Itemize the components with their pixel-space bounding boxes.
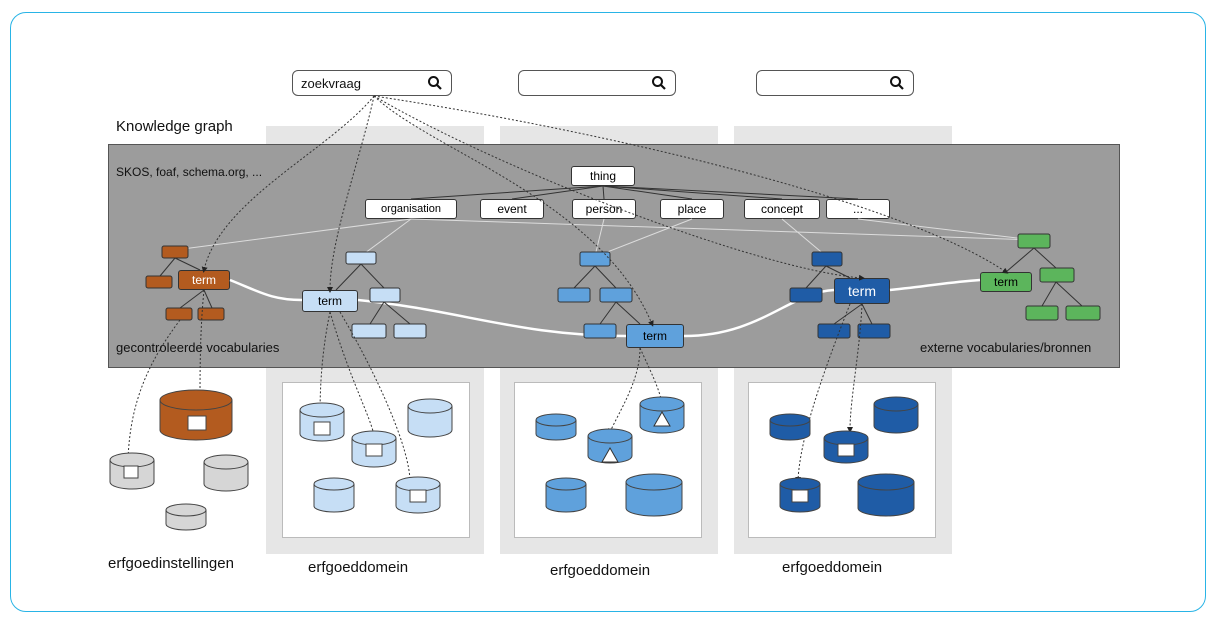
record-icon [837,443,855,457]
node-organisation: organisation [365,199,457,219]
database-cylinder-top [109,452,155,468]
search-icon [890,76,904,90]
record-icon [313,421,331,436]
mid-blue-node [599,287,633,303]
mid-blue-node [557,287,591,303]
database-cylinder-top [203,454,249,470]
database-cylinder-top [779,477,821,491]
light-blue-vocab-tree [335,251,427,339]
database-cylinder-top [545,477,587,491]
dark-blue-vocab-tree [789,251,891,339]
mid-blue-node [583,323,617,339]
query-links [125,95,1009,485]
light-blue-node [351,323,387,339]
node-event: event [480,199,544,219]
database-cylinder-top [395,476,441,492]
database-cylinder-top [535,413,577,427]
green-node [1025,305,1059,321]
term-dark-blue: term [834,278,890,304]
triangle-icon [601,446,619,463]
database-cylinder-top [313,477,355,491]
orange-node [145,275,173,289]
database-cylinder [203,462,249,492]
search-icon [652,76,666,90]
search-query: zoekvraag [301,76,361,91]
database-cylinder-top [299,402,345,418]
cylinder-group-domain-2 [535,396,685,517]
database-cylinder-top [823,430,869,446]
caption-institutions: erfgoedinstellingen [108,555,234,572]
diagram-frame [10,12,1206,612]
record-icon [791,489,809,503]
green-vocab-tree [1005,233,1101,321]
mid-blue-node [579,251,611,267]
record-icon [409,489,427,503]
node-place: place [660,199,724,219]
database-cylinder [625,482,683,517]
database-cylinder [857,482,915,517]
node-concept: concept [744,199,820,219]
green-node [1065,305,1101,321]
search-icon [428,76,442,90]
database-cylinder [313,484,355,513]
term-link-4 [889,278,981,292]
database-cylinder-top [165,503,207,517]
term-orange: term [178,270,230,290]
term-link-1 [229,278,303,302]
search-box-1[interactable]: zoekvraag [292,70,452,96]
mid-blue-vocab-tree [557,251,641,339]
orange-node [161,245,189,259]
database-cylinder-top [351,430,397,446]
node-person: person [572,199,636,219]
cylinder-group-domain-1 [299,398,453,514]
controlled-vocab-caption: gecontroleerde vocabularies [116,340,280,355]
term-mid-blue: term [626,324,684,348]
light-blue-node [345,251,377,265]
database-cylinder [545,484,587,513]
dark-blue-node [817,323,851,339]
database-cylinder-top [587,428,633,444]
cylinder-group-institutions [109,389,249,531]
cylinder-group-domain-3 [769,396,919,517]
database-cylinder-top [407,398,453,414]
term-light-blue: term [302,290,358,312]
dark-blue-node [857,323,891,339]
database-cylinder-top [769,413,811,427]
caption-domain-2: erfgoeddomein [550,562,651,579]
node-more: ... [826,199,890,219]
dark-blue-node [811,251,843,267]
light-blue-node [369,287,401,303]
database-cylinder-top [625,473,683,491]
orange-vocab-tree [145,245,225,321]
class-vocab-links [174,218,1035,257]
record-icon [365,443,383,457]
node-thing: thing [571,166,635,186]
database-cylinder-top [159,389,233,411]
knowledge-graph-title: Knowledge graph [116,118,233,135]
record-icon [123,465,139,479]
caption-domain-1: erfgoeddomein [308,559,409,576]
external-vocab-caption: externe vocabularies/bronnen [920,340,1092,355]
green-node [1017,233,1051,249]
triangle-icon [653,410,671,427]
record-icon [187,415,207,431]
search-box-2[interactable] [518,70,676,96]
vocab-sources-label: SKOS, foaf, schema.org, ... [116,165,263,179]
database-cylinder [873,404,919,434]
orange-node [197,307,225,321]
database-cylinder-top [639,396,685,412]
orange-node [165,307,193,321]
class-hierarchy-edges [410,185,859,200]
database-cylinder [407,406,453,438]
caption-domain-3: erfgoeddomein [782,559,883,576]
database-cylinder-top [857,473,915,491]
search-box-3[interactable] [756,70,914,96]
light-blue-node [393,323,427,339]
database-cylinder-top [873,396,919,412]
dark-blue-node [789,287,823,303]
green-node [1039,267,1075,283]
